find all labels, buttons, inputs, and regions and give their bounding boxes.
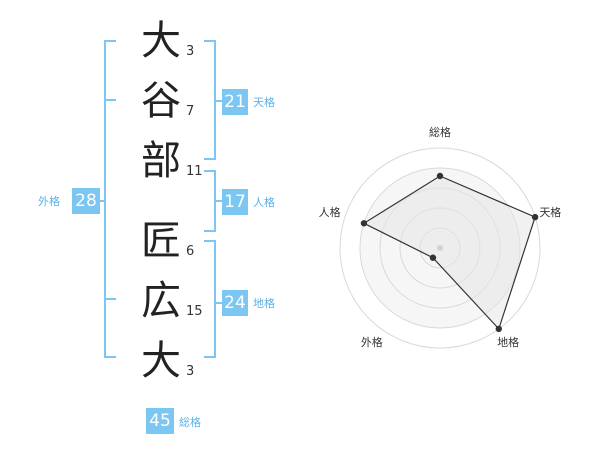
tenkaku-bracket-connector: [216, 100, 222, 102]
tenkaku-bracket: [204, 40, 216, 160]
name-char-1: 大: [141, 18, 181, 64]
name-char-6: 大: [141, 338, 181, 384]
radar-axis-label-2: 天格: [539, 205, 561, 219]
name-char-3: 部: [141, 138, 181, 184]
gaikaku-value-badge: 28: [72, 188, 100, 214]
stroke-count-3: 11: [186, 164, 203, 179]
jinkaku-bracket-connector: [216, 200, 222, 202]
radar-point-5: [360, 220, 368, 227]
gaikaku-label: 外格: [38, 195, 60, 208]
name-char-2: 谷: [141, 78, 181, 124]
chikaku-value-badge: 24: [222, 290, 248, 316]
radar-axis-label-1: 総格: [429, 125, 451, 139]
name-char-5: 広: [141, 278, 181, 324]
radar-point-3: [495, 325, 502, 333]
gaikaku-bracket: [104, 40, 116, 358]
stroke-count-2: 7: [186, 104, 195, 119]
stroke-count-6: 3: [186, 364, 195, 379]
radar-axis-label-5: 人格: [319, 205, 341, 219]
gaikaku-bracket-tick: [104, 298, 116, 300]
radar-axis-label-3: 地格: [497, 335, 519, 349]
chikaku-bracket-connector: [216, 302, 222, 304]
soukaku-value-badge: 45: [146, 408, 174, 434]
gaikaku-bracket-tick: [104, 99, 116, 101]
radar-axis-label-4: 外格: [361, 335, 383, 349]
stroke-count-4: 6: [186, 244, 195, 259]
radar-point-4: [429, 254, 437, 261]
radar-data-polygon: [362, 175, 536, 331]
tenkaku-value-badge: 21: [222, 89, 248, 115]
radar-point-2: [531, 213, 539, 221]
chikaku-label: 地格: [253, 297, 275, 310]
stroke-count-5: 15: [186, 304, 203, 319]
radar-point-1: [436, 172, 444, 180]
name-char-4: 匠: [141, 218, 181, 264]
soukaku-label: 総格: [179, 416, 201, 429]
chikaku-bracket: [204, 240, 216, 358]
jinkaku-label: 人格: [253, 196, 275, 209]
tenkaku-label: 天格: [253, 96, 275, 109]
jinkaku-bracket: [204, 170, 216, 232]
jinkaku-value-badge: 17: [222, 189, 248, 215]
stroke-count-1: 3: [186, 44, 195, 59]
